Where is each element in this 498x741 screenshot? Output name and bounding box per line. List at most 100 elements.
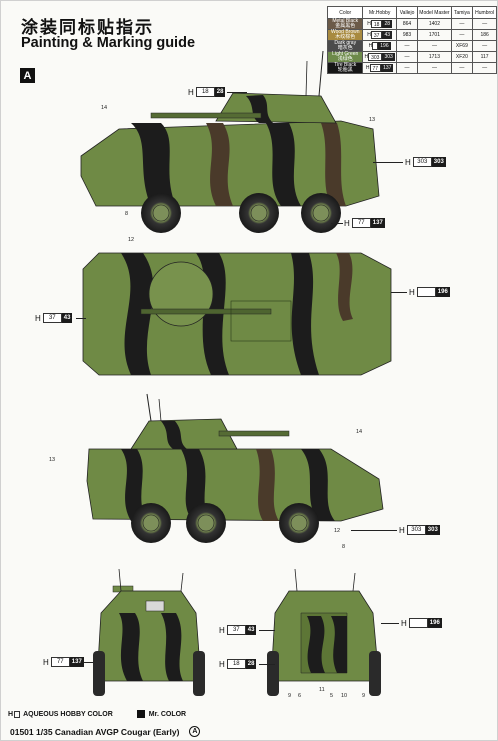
col-tamiya: Tamiya [450, 6, 474, 19]
profile-badge: A [20, 68, 35, 83]
title-chinese: 涂装同标贴指示 [21, 18, 154, 38]
part-number: 6 [298, 693, 302, 699]
part-number: 8 [342, 544, 346, 550]
mr-color-code: 196 [378, 42, 391, 50]
h-letter: H [409, 287, 415, 297]
callout-h-value: 18 [195, 87, 215, 97]
side-view-right [86, 393, 384, 543]
callout-top-left: H 37 43 [35, 313, 73, 323]
leader-line [391, 292, 407, 293]
callout-top-right: H 196 [409, 287, 450, 297]
callout-h-value: 37 [226, 625, 246, 635]
callout-h-value: 77 [351, 218, 371, 228]
leader-line [259, 664, 275, 665]
legend-h-prefix: H [8, 710, 14, 718]
callout-h-value [416, 287, 436, 297]
callout-h-value: 37 [42, 313, 62, 323]
h-letter: H [405, 157, 411, 167]
callout-side1-turret: H 18 28 [188, 87, 226, 97]
h-letter: H [219, 625, 225, 635]
mr-color-code: 43 [382, 31, 393, 39]
h-letter: H [43, 657, 49, 667]
h-letter: H [219, 659, 225, 669]
h-letter: H [35, 313, 41, 323]
color-name-cn: 轮胎黑 [337, 67, 353, 73]
h-letter: H [399, 525, 405, 535]
aqueous-code [372, 42, 379, 50]
part-number: 12 [334, 528, 341, 534]
color-legend: H AQUEOUS HOBBY COLOR Mr. COLOR [8, 710, 186, 718]
side-view-left [80, 50, 380, 233]
color-name: Dark gray [334, 40, 357, 46]
leader-line [259, 630, 275, 631]
aqueous-code: 18 [370, 20, 383, 28]
callout-rear-left2: H 18 28 [219, 659, 257, 669]
part-number: 13 [49, 457, 56, 463]
part-number: 14 [101, 105, 108, 111]
part-number: 12 [128, 237, 135, 243]
color-name-cn: 浅绿色 [337, 56, 353, 62]
color-name-cn: 金属黑色 [335, 23, 356, 29]
mr-color-code: 303 [382, 53, 395, 61]
title-english: Painting & Marking guide [21, 35, 196, 51]
callout-n-value: 43 [61, 313, 73, 323]
callout-h-value: 303 [406, 525, 426, 535]
h-letter: H [344, 218, 350, 228]
leader-line [351, 530, 397, 531]
part-number: 8 [125, 211, 129, 217]
footer-badge: A [189, 726, 201, 737]
front-view [93, 568, 205, 696]
callout-n-value: 303 [431, 157, 446, 167]
aqueous-code: 303 [368, 53, 383, 61]
callout-h-value [408, 618, 428, 628]
part-number: 5 [330, 693, 334, 699]
callout-rear-right: H 196 [401, 618, 442, 628]
legend-aqueous: AQUEOUS HOBBY COLOR [23, 710, 113, 718]
leader-line [381, 623, 399, 624]
vallejo-cell: — [395, 62, 419, 74]
leader-line [227, 92, 247, 93]
legend-black-swatch [136, 710, 145, 718]
part-number: 10 [341, 693, 348, 699]
leader-line [83, 662, 93, 663]
leader-line [373, 162, 403, 163]
callout-n-value: 303 [425, 525, 440, 535]
callout-rear-left1: H 37 43 [219, 625, 257, 635]
callout-n-value: 196 [435, 287, 450, 297]
aqueous-code: 37 [370, 31, 383, 39]
callout-n-value: 28 [245, 659, 257, 669]
callout-n-value: 137 [69, 657, 84, 667]
callout-side1-tire: H 77 137 [344, 218, 385, 228]
col-color: Color [326, 6, 364, 19]
color-name: Wood Brown [330, 29, 360, 35]
color-name-cn: 暗灰色 [337, 45, 353, 51]
part-number: 9 [288, 693, 292, 699]
color-reference-table: Color Mr.Hobby Vallejo Model Master Tami… [326, 6, 497, 74]
legend-box-swatch [14, 710, 21, 718]
legend-mr-color: Mr. COLOR [148, 710, 187, 718]
col-humbrol: Humbrol [472, 6, 497, 19]
callout-n-value: 137 [370, 218, 385, 228]
h-letter: H [401, 618, 407, 628]
color-name-cn: 木纹棕色 [335, 34, 356, 40]
humbrol-cell: — [472, 62, 497, 74]
tamiya-cell: — [450, 62, 474, 74]
callout-h-value: 18 [226, 659, 246, 669]
leader-line [76, 318, 86, 319]
callout-n-value: 43 [245, 625, 257, 635]
part-number: 11 [319, 687, 325, 693]
